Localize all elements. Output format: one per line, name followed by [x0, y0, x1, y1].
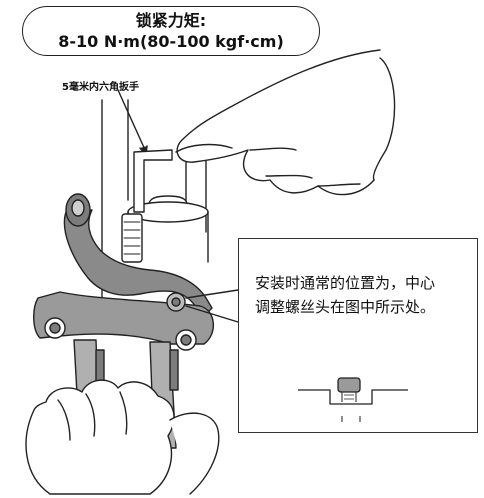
detail-centerline-marks: [341, 416, 361, 422]
callout-line-2: 调整螺丝头在图中所示处。: [255, 298, 436, 316]
callout-leader-line: [185, 289, 239, 299]
torque-title: 锁紧力矩:: [135, 11, 207, 30]
upper-hand: [176, 49, 381, 196]
detail-groove-outline: [298, 389, 408, 405]
callout-text: 安装时通常的位置为，中心 调整螺丝头在图中所示处。: [255, 271, 477, 319]
hex-wrench-label: 5毫米内六角扳手: [62, 82, 139, 93]
callout-box: 安装时通常的位置为，中心 调整螺丝头在图中所示处。: [238, 238, 478, 433]
hex-wrench: [133, 149, 173, 213]
torque-value: 8-10 N·m(80-100 kgf·cm): [58, 32, 284, 51]
label-leader-line: [117, 89, 147, 153]
detail-screw-head: [337, 377, 361, 393]
torque-spec-box: 锁紧力矩: 8-10 N·m(80-100 kgf·cm): [22, 6, 320, 56]
callout-line-1: 安装时通常的位置为，中心: [255, 274, 436, 292]
